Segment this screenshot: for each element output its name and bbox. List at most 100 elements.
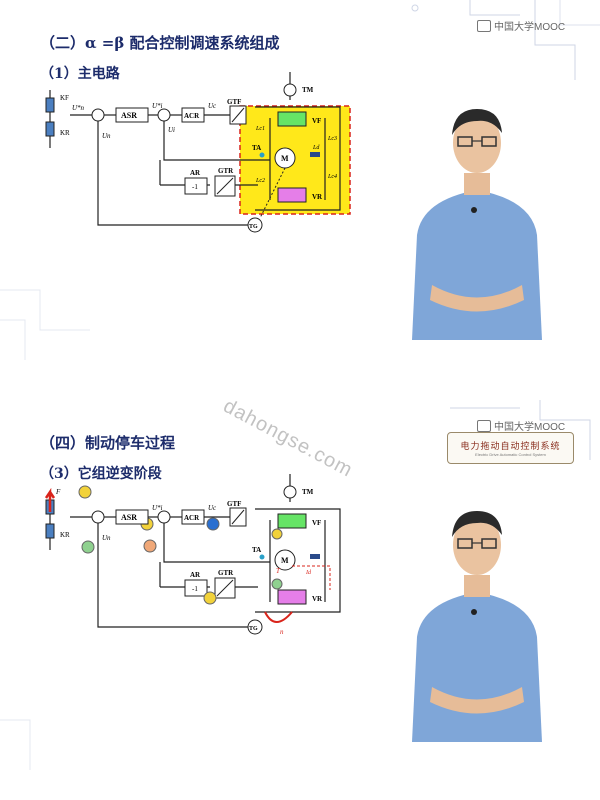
vf-thyristor [277, 111, 307, 127]
un-label: Un [102, 534, 111, 542]
f-label: F [55, 488, 61, 496]
tg-label: TG [249, 626, 258, 632]
rotation-arrow-icon [264, 611, 293, 623]
course-badge-subtitle: Electric Drive Automatic Control System [475, 452, 546, 457]
asr-label: ASR [121, 513, 137, 522]
vf-label: VF [312, 519, 321, 527]
gtf-label: GTF [227, 98, 241, 106]
asr-block [115, 509, 149, 525]
polarity-badge [78, 485, 92, 499]
polarity-badge [81, 540, 95, 554]
ui-star-label: U*i [152, 504, 163, 512]
slide-braking-stop: （四）制动停车过程 （3）它组逆变阶段 中国大学MOOC F KR [0, 400, 600, 800]
ui-star-label: U*i [152, 102, 163, 110]
speed-summing-junction [91, 510, 105, 524]
current-summing-junction [157, 108, 171, 122]
polarity-badge [206, 517, 220, 531]
acr-block [181, 107, 205, 123]
mooc-logo-text: 中国大学MOOC [494, 22, 566, 33]
asr-label: ASR [121, 111, 137, 120]
current-summing-junction [157, 510, 171, 524]
speed-summing-junction [91, 108, 105, 122]
slide-title: （二）α =β 配合控制调速系统组成 [40, 34, 280, 52]
circuit-diagram: KF KR U*n Un Ui U*i Uc ASR ACR GTF -1 AR… [45, 72, 351, 233]
polarity-badge [271, 578, 283, 590]
vr-thyristor [277, 187, 307, 203]
kr-label: KR [60, 129, 70, 137]
kr-label: KR [60, 531, 70, 539]
acr-label: ACR [184, 514, 200, 522]
ar-gain-label: -1 [192, 183, 198, 191]
mooc-logo-icon [477, 419, 491, 432]
mooc-logo: 中国大学MOOC [477, 18, 565, 33]
ar-block [184, 579, 208, 597]
lc1-label: Lc1 [255, 126, 265, 132]
vr-label: VR [312, 595, 323, 603]
course-badge-title: 电力拖动自动控制系统 [460, 442, 561, 452]
lc4-label: Lc4 [327, 173, 337, 180]
presenter-icon [412, 511, 542, 742]
gtf-label: GTF [227, 500, 241, 508]
polarity-badge [143, 539, 157, 553]
slide-subtitle: （3）它组逆变阶段 [40, 466, 162, 482]
motor-icon [274, 549, 296, 571]
tachogenerator-icon [247, 217, 263, 233]
ld-inductor [310, 152, 320, 157]
ld-label: Ld [312, 145, 320, 151]
ar-label: AR [190, 571, 201, 579]
vr-label: VR [312, 193, 323, 201]
transformer-icon [283, 83, 297, 97]
tg-label: TG [249, 224, 258, 230]
gtr-label: GTR [218, 569, 234, 577]
lc2-label: Lc2 [255, 178, 265, 184]
vr-thyristor [277, 589, 307, 605]
uc-label: Uc [208, 102, 217, 110]
slide-title: （四）制动停车过程 [40, 434, 176, 452]
asr-block [115, 107, 149, 123]
gtr-label: GTR [218, 167, 234, 175]
acr-block [181, 509, 205, 525]
t-label: T [276, 567, 281, 575]
direction-arrow-icon [44, 487, 56, 512]
circuit-diagram: F KR Un U*i Uc ASR ACR GTF -1 AR GTR TM … [44, 474, 341, 636]
tachogenerator-icon [247, 619, 263, 635]
reference-resistor-top [45, 97, 55, 113]
ar-label: AR [190, 169, 201, 177]
background-decoration [0, 400, 591, 770]
mooc-logo: 中国大学MOOC [477, 418, 565, 433]
vf-thyristor [277, 513, 307, 529]
ld-inductor [310, 554, 320, 559]
mooc-logo-text: 中国大学MOOC [494, 422, 566, 433]
slide-main-circuit: （二）α =β 配合控制调速系统组成 （1）主电路 中国大学MOOC [0, 0, 600, 360]
acr-label: ACR [184, 112, 200, 120]
n-label: n [280, 628, 284, 636]
ta-sensor [259, 554, 265, 560]
polarity-badge [203, 591, 217, 605]
un-label: Un [102, 132, 111, 140]
vf-label: VF [312, 117, 321, 125]
ar-gain-label: -1 [192, 585, 198, 593]
motor-label: M [281, 154, 289, 163]
presenter-icon [412, 109, 542, 340]
uc-label: Uc [208, 504, 217, 512]
motor-label: M [281, 556, 289, 565]
course-badge: 电力拖动自动控制系统 Electric Drive Automatic Cont… [447, 432, 574, 464]
un-star-label: U*n [72, 104, 85, 112]
lc3-label: Lc3 [327, 136, 337, 142]
background-decoration [0, 0, 600, 360]
kf-label: KF [60, 94, 69, 102]
reference-resistor-bottom [45, 523, 55, 539]
tm-label: TM [302, 488, 314, 496]
ta-label: TA [252, 546, 261, 554]
current-path-icon [292, 565, 331, 590]
id-label: Id [305, 570, 312, 576]
ta-label: TA [252, 144, 261, 152]
ta-sensor [259, 152, 265, 158]
tm-label: TM [302, 86, 314, 94]
slide-subtitle: （1）主电路 [40, 66, 120, 82]
mooc-logo-icon [477, 19, 491, 32]
ar-block [184, 177, 208, 195]
ui-label: Ui [168, 126, 175, 134]
polarity-badge [271, 528, 283, 540]
transformer-icon [283, 485, 297, 499]
